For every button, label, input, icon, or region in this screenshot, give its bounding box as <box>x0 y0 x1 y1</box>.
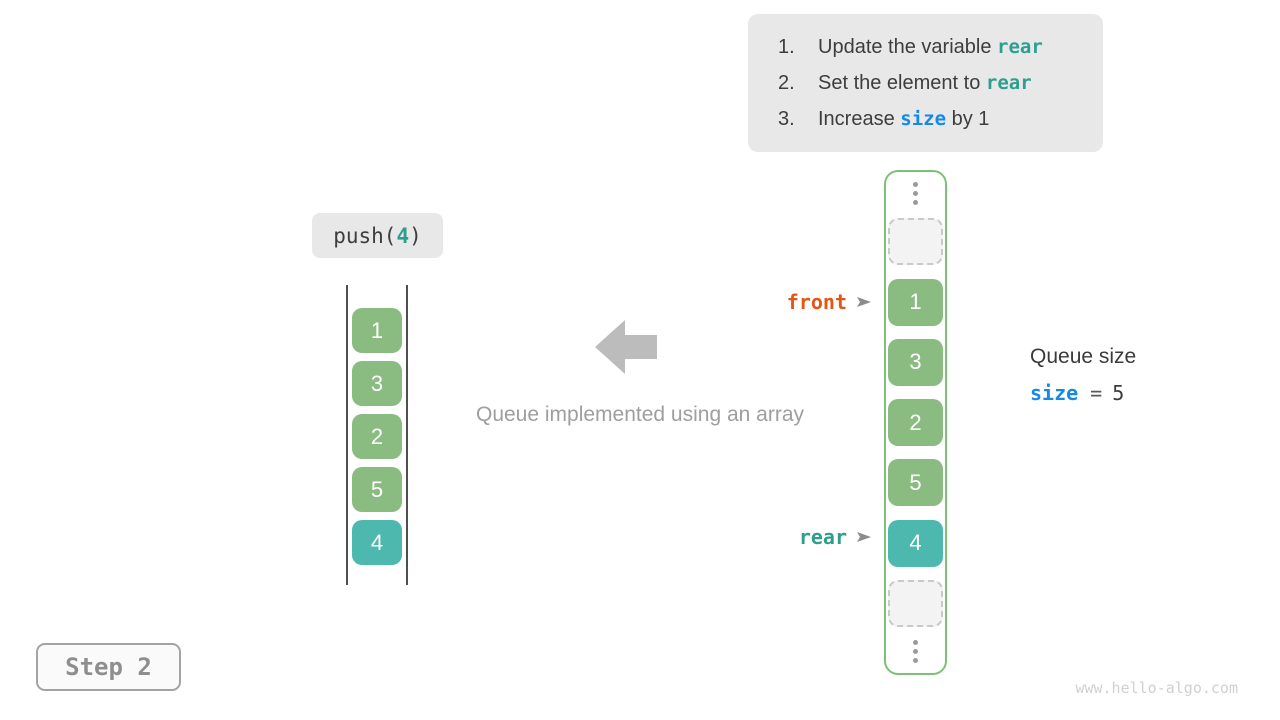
plain-array-cells: 1 3 2 5 4 <box>352 308 402 565</box>
note-item-text: Increase <box>818 108 901 130</box>
rear-pointer-label: rear <box>798 525 847 549</box>
plain-array: 1 3 2 5 4 <box>346 285 408 585</box>
note-item-text: Update the variable <box>818 36 998 58</box>
size-variable: size <box>1030 381 1079 405</box>
pointer-arrow-icon <box>857 297 871 307</box>
note-item-number: 2. <box>778 72 795 94</box>
ellipsis-icon <box>913 640 918 663</box>
push-arg-value: 4 <box>396 223 410 248</box>
array-rail-left <box>346 285 348 585</box>
note-item-3: 3. Increase size by 1 <box>778 101 1103 137</box>
queue-cell: 5 <box>888 459 943 507</box>
note-item-text-after: by 1 <box>946 108 990 130</box>
pointer-arrow-icon <box>857 532 871 542</box>
instruction-note-box: 1. Update the variable rear 2. Set the e… <box>748 14 1103 152</box>
note-item-text: Set the element to <box>818 72 986 94</box>
note-item-number: 1. <box>778 36 795 58</box>
diagram-caption: Queue implemented using an array <box>475 403 805 426</box>
rear-pointer: rear <box>799 523 872 551</box>
queue-cell: 2 <box>888 399 943 446</box>
front-pointer: front <box>787 288 872 316</box>
watermark: www.hello-algo.com <box>1075 679 1238 697</box>
queue-size-block: Queue size size = 5 <box>1030 343 1136 405</box>
array-rail-right <box>406 285 408 585</box>
note-item-1: 1. Update the variable rear <box>778 29 1103 65</box>
note-item-2: 2. Set the element to rear <box>778 65 1103 101</box>
left-block-arrow-icon <box>595 318 657 381</box>
note-item-number: 3. <box>778 108 795 130</box>
queue-array: 1 3 2 5 4 <box>884 170 947 675</box>
queue-empty-cell <box>888 579 943 627</box>
queue-size-expression: size = 5 <box>1030 381 1136 405</box>
array-cell: 1 <box>352 308 402 353</box>
size-value: 5 <box>1112 381 1125 405</box>
push-func-text: push( <box>333 223 397 248</box>
ellipsis-icon <box>913 182 918 205</box>
code-token-rear: rear <box>997 36 1043 58</box>
equals-sign: = <box>1090 381 1103 405</box>
front-pointer-label: front <box>786 290 847 314</box>
code-token-size: size <box>900 108 947 130</box>
step-badge: Step 2 <box>36 643 181 691</box>
queue-cell: 3 <box>888 338 943 386</box>
array-cell: 2 <box>352 414 402 459</box>
array-cell: 5 <box>352 467 402 512</box>
array-cell: 3 <box>352 361 402 406</box>
queue-size-title: Queue size <box>1030 345 1137 368</box>
push-operation-label: push( 4 ) <box>312 213 443 258</box>
queue-cell-front: 1 <box>888 278 943 326</box>
queue-empty-cell <box>888 218 943 266</box>
push-close-paren: ) <box>409 223 422 248</box>
queue-cell-rear: 4 <box>888 519 943 567</box>
array-cell-new: 4 <box>352 520 402 565</box>
code-token-rear: rear <box>985 72 1032 94</box>
